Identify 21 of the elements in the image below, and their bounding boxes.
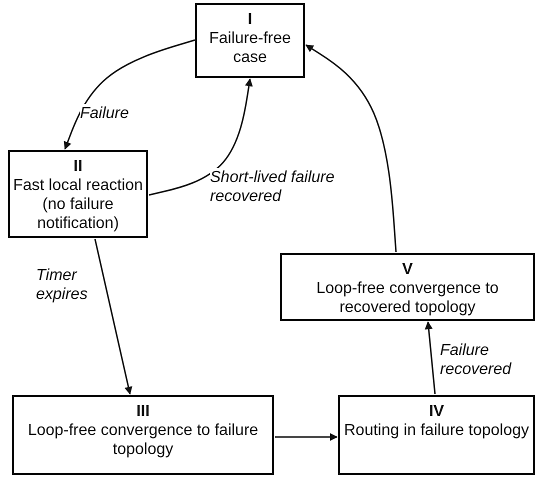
arrow (94, 238, 132, 395)
state-number: I (248, 10, 252, 29)
state-label: Failure-free case (208, 29, 292, 67)
state-label: Loop-free convergence to failure topology (26, 421, 260, 459)
state-box (195, 3, 305, 78)
arrow (424, 321, 436, 394)
state-number: IV (428, 402, 444, 421)
arrow (64, 39, 196, 150)
state-box (8, 150, 148, 238)
state-label: Fast local reaction (no failure notification) (12, 176, 144, 233)
arrow (148, 78, 253, 196)
arrow (275, 433, 338, 441)
state-box (338, 395, 535, 475)
arrow (305, 44, 397, 252)
state-number: III (136, 402, 150, 421)
state-number: II (74, 157, 82, 176)
state-box (12, 395, 274, 475)
state-label: Loop-free convergence to recovered topology (315, 279, 500, 317)
state-number: V (402, 260, 413, 279)
state-label: Routing in failure topology (344, 421, 529, 440)
state-box (280, 253, 535, 321)
